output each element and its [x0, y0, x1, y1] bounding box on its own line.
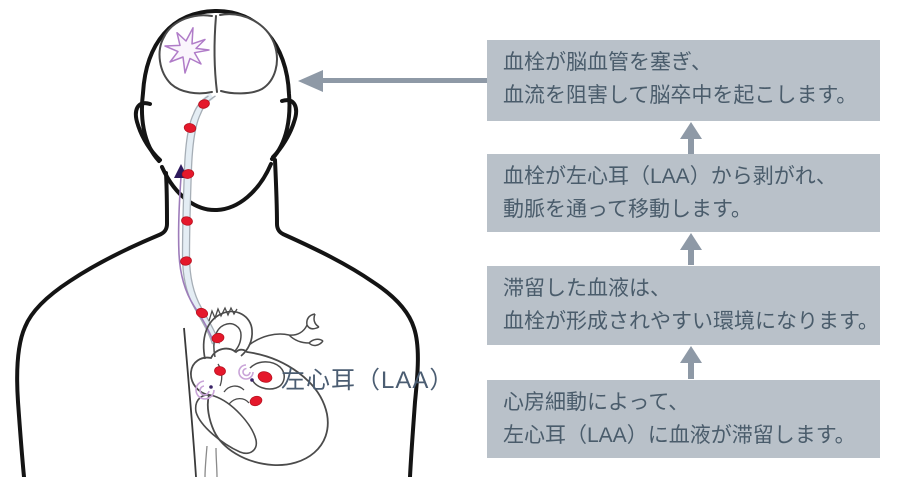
head-outline [139, 8, 292, 163]
swirl-dot-left [209, 385, 213, 389]
stasis-swirl-right [238, 364, 254, 380]
clot-dot [180, 256, 192, 266]
clot-dot [249, 395, 263, 407]
up-arrow-icon [680, 233, 702, 250]
clot-dot [181, 216, 193, 226]
clot-dot [198, 99, 210, 109]
stroke-starburst-icon [164, 27, 210, 74]
right-ear [271, 98, 299, 159]
clot-dot [181, 169, 195, 179]
stasis-swirl-left [195, 380, 215, 400]
clot-dot-laa [257, 371, 273, 383]
torso-inner-line [183, 327, 197, 477]
step-box-stroke: 血栓が脳血管を塞ぎ、 血流を阻害して脳卒中を起こします。 [487, 40, 880, 121]
up-arrow-1 [680, 346, 702, 379]
arrow-to-head [298, 70, 487, 92]
up-arrow-stem [688, 250, 694, 265]
clot-dot [183, 123, 197, 133]
jaw-outline [160, 162, 273, 213]
step-text-line: 動脈を通って移動します。 [503, 198, 752, 221]
step-box-stasis: 心房細動によって、 左心耳（LAA）に血液が滞留します。 [487, 380, 880, 458]
brain-right-lobe [219, 13, 278, 95]
brain-divider [213, 15, 218, 93]
step-text-line: 心房細動によって、 [503, 391, 690, 414]
step-box-thrombus-formation: 滞留した血液は、 血栓が形成されやすい環境になります。 [487, 266, 880, 345]
up-arrow-stem [688, 363, 694, 379]
clot-travel-line [177, 176, 214, 342]
step-text-line: 滞留した血液は、 [503, 277, 671, 300]
up-arrow-2 [680, 233, 702, 265]
body-illustration [15, 8, 420, 477]
pulmonary-branches [248, 313, 324, 347]
heart [190, 306, 329, 477]
up-arrow-icon [680, 346, 702, 363]
left-ear [133, 101, 162, 162]
clot-dots [180, 99, 273, 407]
left-shoulder-arm [15, 171, 170, 477]
step-text-line: 血栓が形成されやすい環境になります。 [503, 310, 879, 333]
step-box-embolization: 血栓が左心耳（LAA）から剥がれ、 動脈を通って移動します。 [487, 154, 880, 232]
body-outline [15, 8, 420, 477]
up-arrow-3 [680, 122, 702, 154]
swirl-dot-right [250, 378, 254, 382]
step-text-line: 左心耳（LAA）に血液が滞留します。 [503, 424, 856, 447]
arch-branches [208, 306, 238, 322]
brain [158, 13, 278, 95]
step-text-line: 血栓が左心耳（LAA）から剥がれ、 [503, 165, 837, 188]
up-arrow-icon [680, 122, 702, 139]
up-arrow-stem [688, 139, 694, 154]
step-text-line: 血流を阻害して脳卒中を起こします。 [503, 84, 858, 107]
step-text-line: 血栓が脳血管を塞ぎ、 [503, 51, 712, 74]
right-shoulder-arm [273, 158, 420, 477]
torso-midline [204, 445, 218, 477]
artery-wall-left [181, 95, 214, 345]
clot-dot [195, 307, 209, 319]
clot-dot [214, 366, 226, 376]
left-arrow-icon [298, 70, 323, 92]
clot-dot [211, 332, 225, 344]
laa-label: 左心耳（LAA） [281, 367, 455, 394]
left-arrow-shaft [318, 78, 487, 83]
